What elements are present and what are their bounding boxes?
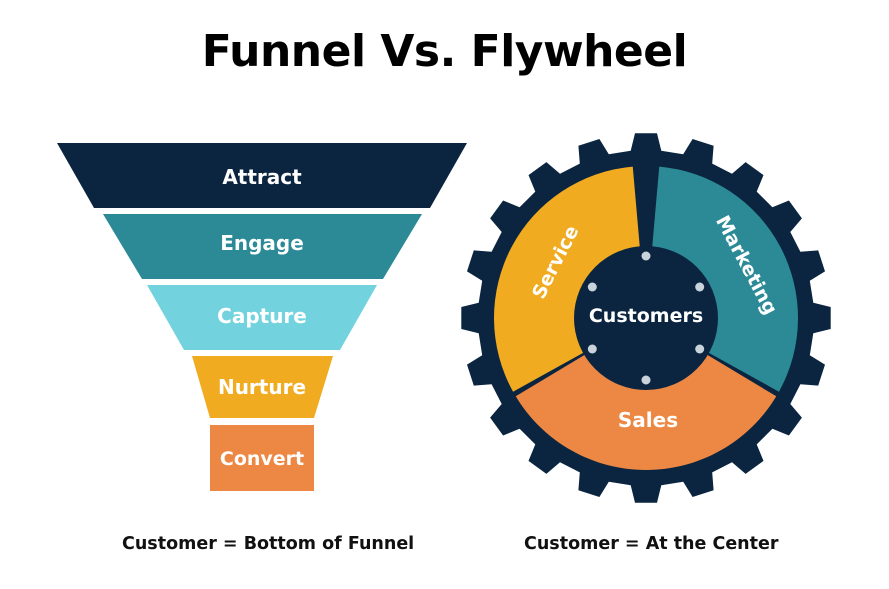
funnel-stage-nurture xyxy=(192,356,333,418)
hub-dot xyxy=(695,282,705,292)
flywheel-hub xyxy=(574,246,718,390)
funnel: Attract Engage Capture Nurture Convert xyxy=(57,143,467,491)
flywheel-center-label: Customers xyxy=(589,305,703,327)
page-title: Funnel Vs. Flywheel xyxy=(201,26,688,77)
funnel-stage-convert xyxy=(210,425,314,491)
hub-dot xyxy=(587,282,597,292)
funnel-stage-attract-label: Attract xyxy=(222,165,302,189)
funnel-stage-engage-label: Engage xyxy=(220,231,304,255)
flywheel-segment-marketing xyxy=(651,166,799,392)
hub-dot xyxy=(587,344,597,354)
funnel-stage-capture xyxy=(147,285,377,350)
funnel-stage-attract xyxy=(57,143,467,208)
hub-dot xyxy=(641,375,651,385)
flywheel-hub-dots xyxy=(587,251,705,385)
funnel-stage-convert-label: Convert xyxy=(220,448,304,470)
flywheel-caption: Customer = At the Center xyxy=(524,534,779,554)
funnel-stage-engage xyxy=(103,214,422,279)
hub-dot xyxy=(695,344,705,354)
funnel-stage-capture-label: Capture xyxy=(217,304,307,328)
flywheel-segment-sales xyxy=(515,351,777,470)
flywheel-segment-sales-label: Sales xyxy=(618,408,678,432)
flywheel-segment-service xyxy=(494,166,641,392)
funnel-stage-nurture-label: Nurture xyxy=(218,375,306,399)
funnel-caption: Customer = Bottom of Funnel xyxy=(122,534,415,554)
hub-dot xyxy=(641,251,651,261)
flywheel: Customers Marketing Sales Service xyxy=(461,133,831,503)
